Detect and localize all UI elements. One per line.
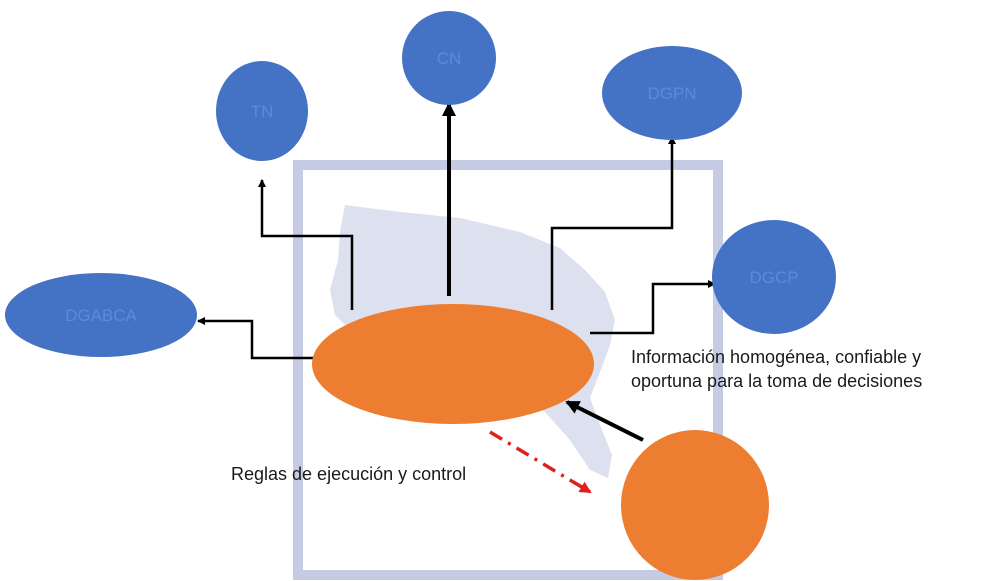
- node-dgpn-label: DGPN: [647, 84, 696, 103]
- central-orange-ellipse: [312, 304, 594, 424]
- node-tn-label: TN: [251, 102, 274, 121]
- arrow-from-orange-circle: [565, 400, 644, 442]
- info-caption: Información homogénea, confiable y oport…: [631, 345, 922, 393]
- node-dgcp: DGCP: [712, 220, 836, 334]
- info-caption-line-2: oportuna para la toma de decisiones: [631, 371, 923, 391]
- dashed-arrow-rules: [489, 430, 592, 494]
- watermark-frame: [293, 160, 723, 580]
- connectors: [197, 102, 716, 494]
- arrow-to-dgabca: [197, 317, 316, 360]
- arrow-to-dgcp: [590, 280, 716, 335]
- info-caption-line-1: Información homogénea, confiable y: [631, 347, 922, 367]
- node-dgabca-label: DGABCA: [65, 306, 137, 325]
- node-tn: TN: [216, 61, 308, 161]
- node-cn: CN: [402, 11, 496, 105]
- arrow-to-dgpn: [550, 136, 676, 310]
- node-dgabca: DGABCA: [5, 273, 197, 357]
- node-dgpn: DGPN: [602, 46, 742, 140]
- node-dgcp-label: DGCP: [749, 268, 798, 287]
- arrow-to-tn: [258, 179, 354, 310]
- node-cn-label: CN: [437, 49, 462, 68]
- rules-caption: Reglas de ejecución y control: [231, 464, 467, 484]
- orange-circle: [621, 430, 769, 580]
